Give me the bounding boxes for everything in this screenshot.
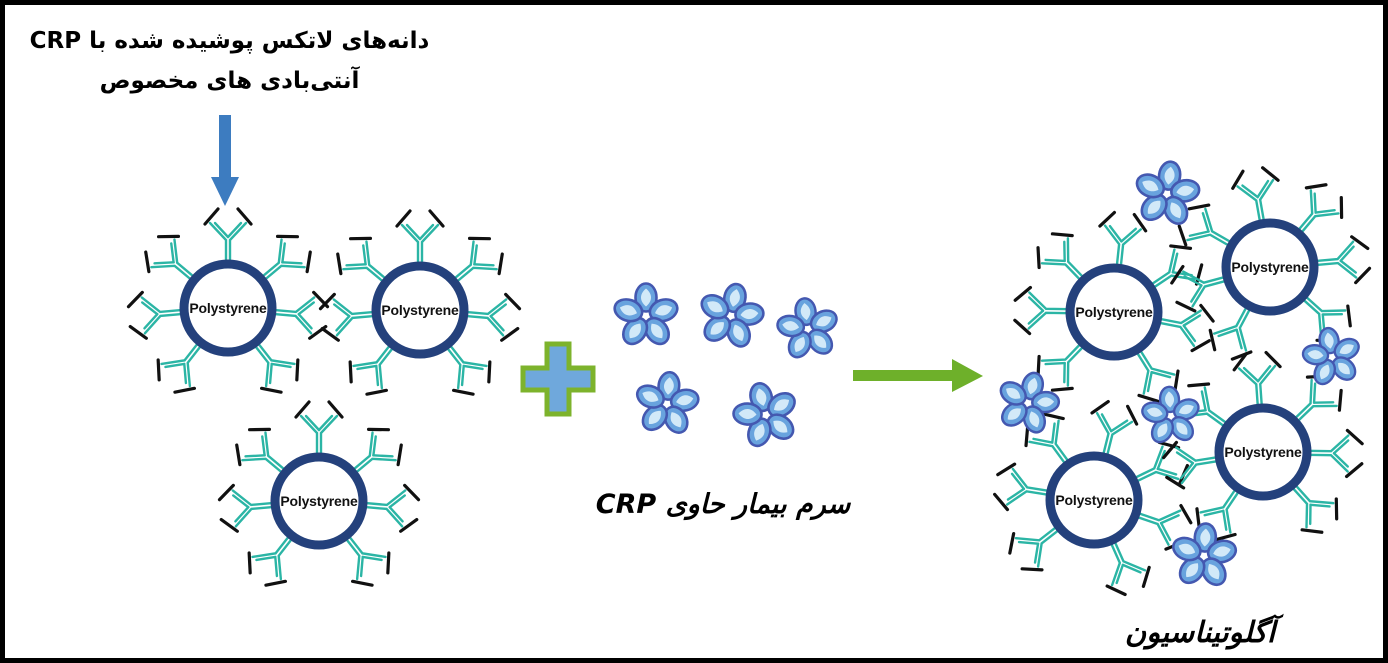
antibody-icon: [1310, 233, 1373, 288]
latex-particle: Polystyrene: [1166, 163, 1373, 367]
down-arrow-icon: [211, 115, 239, 206]
crp-pentamer-icon: [987, 363, 1069, 443]
antibody-icon: [1304, 428, 1364, 479]
reagent-caption: دانه‌های لاتکس پوشیده شده با CRP آنتی‌با…: [27, 21, 432, 101]
polystyrene-label: Polystyrene: [280, 493, 358, 509]
latex-particle: Polystyrene: [1160, 350, 1364, 549]
crp-pentamer-icon: [723, 373, 809, 457]
antibody-icon: [1013, 285, 1073, 336]
crp-pentamer-icon: [1136, 383, 1206, 449]
result-arrow-icon: [853, 359, 983, 392]
antibody-icon: [317, 289, 380, 344]
antibody-icon: [216, 480, 279, 535]
reagent-caption-line2: آنتی‌بادی های مخصوص: [99, 68, 360, 94]
agglutination-label: آگلوتیناسیون: [1124, 615, 1276, 649]
crp-pentamer-icon: [1295, 321, 1369, 393]
polystyrene-label: Polystyrene: [1224, 444, 1302, 460]
polystyrene-bead: [1221, 218, 1319, 316]
polystyrene-label: Polystyrene: [381, 302, 459, 318]
polystyrene-bead: [371, 261, 469, 359]
polystyrene-label: Polystyrene: [1075, 304, 1153, 320]
latex-particle: Polystyrene: [991, 396, 1197, 602]
reagent-caption-line1: دانه‌های لاتکس پوشیده شده با CRP: [29, 28, 430, 54]
antibody-icon: [1094, 209, 1149, 273]
antibody-icon: [395, 209, 445, 268]
antibody-icon: [203, 207, 253, 266]
antibody-icon: [125, 287, 188, 342]
polystyrene-label: Polystyrene: [1231, 259, 1309, 275]
crp-pentamer-icon: [689, 275, 773, 357]
polystyrene-bead: [1214, 403, 1312, 501]
serum-label: سرم بیمار حاوی CRP: [595, 489, 851, 520]
polystyrene-bead: [270, 452, 368, 550]
latex-particle: Polystyrene: [1013, 209, 1218, 410]
latex-particle: Polystyrene: [317, 209, 523, 404]
polystyrene-bead: [179, 259, 277, 357]
polystyrene-bead: [1045, 451, 1143, 549]
antibody-icon: [1231, 350, 1285, 412]
antibody-icon: [991, 460, 1056, 518]
crp-pentamer-icon: [1127, 155, 1207, 233]
latex-particle: Polystyrene: [216, 400, 422, 595]
polystyrene-label: Polystyrene: [189, 300, 267, 316]
polystyrene-bead: [1065, 263, 1163, 361]
antibody-icon: [294, 400, 344, 459]
antibody-icon: [359, 480, 422, 535]
crp-pentamer-icon: [770, 292, 846, 366]
plus-icon: [520, 341, 596, 417]
antibody-icon: [1228, 163, 1287, 230]
crp-pentamer-icon: [629, 367, 705, 441]
crp-pentamer-icon: [610, 282, 682, 350]
antibody-icon: [268, 287, 331, 342]
polystyrene-label: Polystyrene: [1055, 492, 1133, 508]
antibody-icon: [460, 289, 523, 344]
latex-particle: Polystyrene: [125, 207, 331, 402]
